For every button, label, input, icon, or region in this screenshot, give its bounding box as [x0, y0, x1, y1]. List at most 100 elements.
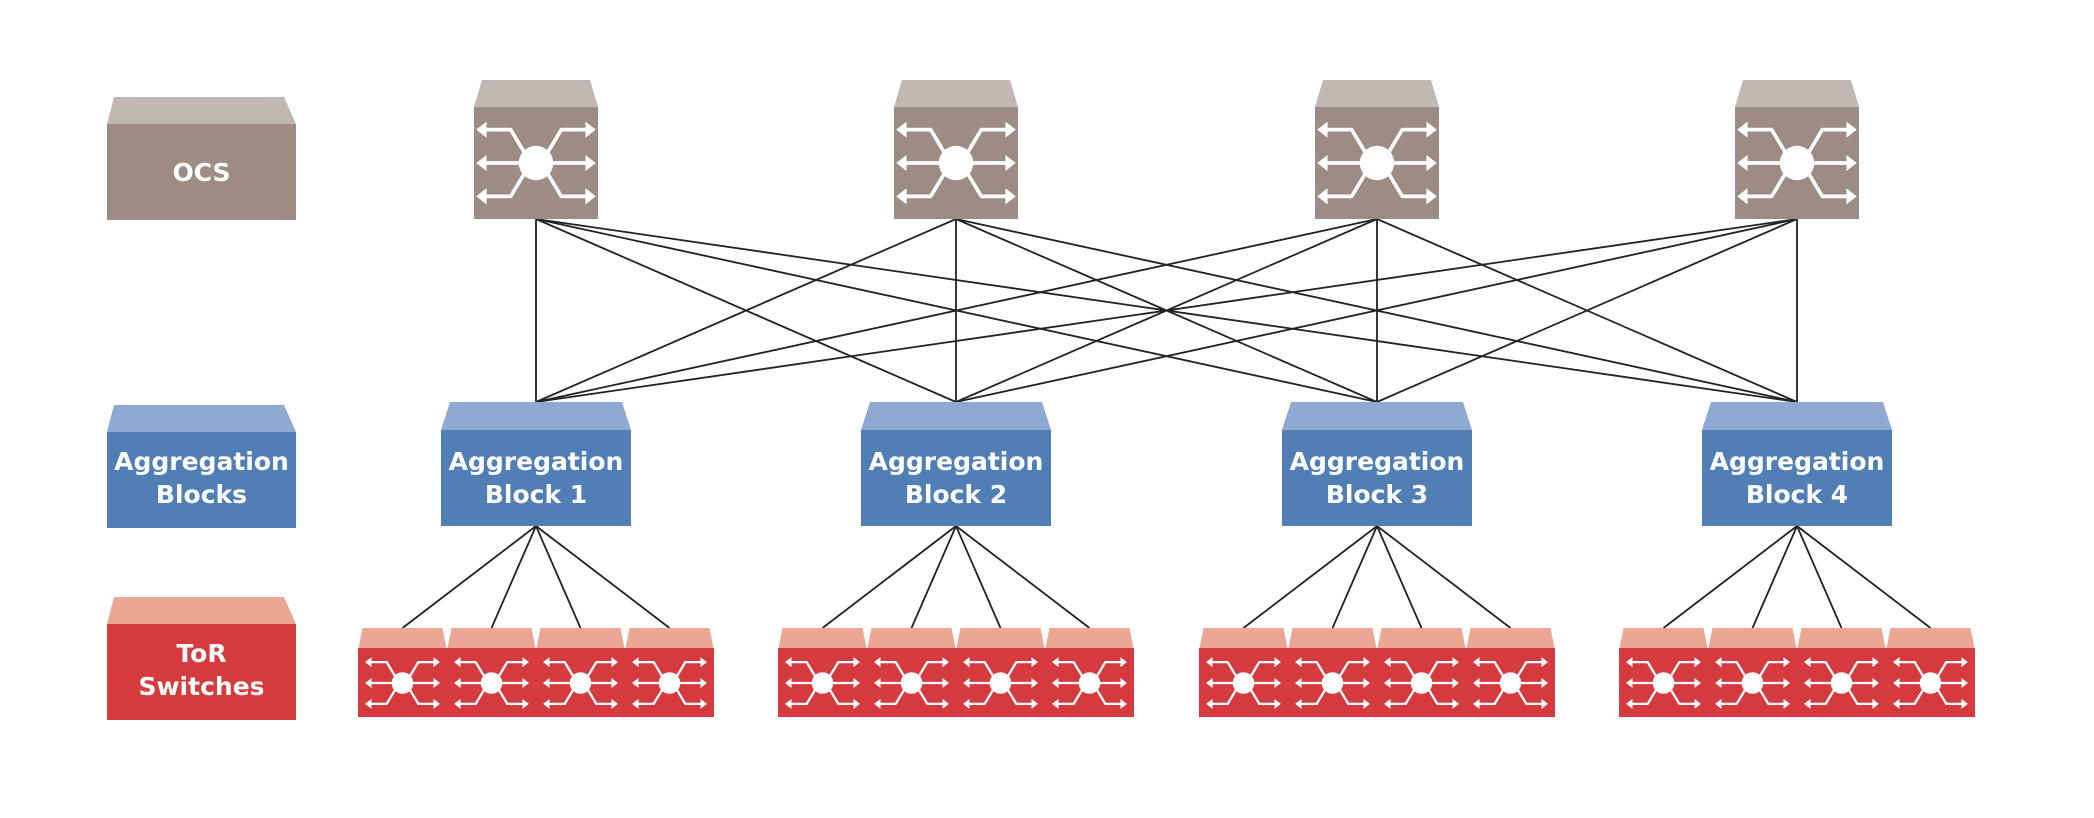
- tor-switch-top: [1619, 628, 1708, 648]
- aggregation-block-label-line1: Aggregation: [869, 447, 1044, 476]
- tor-switch-top: [536, 628, 625, 648]
- tor-switch-top: [1797, 628, 1886, 648]
- tor-switch-top: [778, 628, 867, 648]
- link-agg-3-tor-2: [1331, 525, 1378, 629]
- legend-ocs-body: [107, 124, 296, 220]
- tor-switch-top: [1199, 628, 1288, 648]
- tor-switch: [1797, 628, 1886, 709]
- aggregation-block-label-line2: Block 2: [905, 480, 1007, 509]
- ocs-switch-3: [1315, 80, 1439, 219]
- switch-arrows-icon: [874, 657, 949, 709]
- legend-aggregation-label-line2: Blocks: [156, 480, 247, 509]
- tor-switch: [1466, 628, 1555, 709]
- tor-switch-top: [1886, 628, 1975, 648]
- tor-switch: [1288, 628, 1377, 709]
- links-layer: [401, 218, 1932, 629]
- legend-aggregation: Aggregation Blocks: [107, 405, 296, 528]
- switch-arrows-icon: [1473, 657, 1548, 709]
- tor-switch: [778, 628, 867, 709]
- tor-switch-top: [1045, 628, 1134, 648]
- link-agg-4-tor-3: [1796, 525, 1843, 629]
- tor-switch-top: [358, 628, 447, 648]
- aggregation-block-label-line1: Aggregation: [1290, 447, 1465, 476]
- switch-arrows-icon: [1206, 657, 1281, 709]
- link-agg-2-tor-1: [821, 525, 957, 629]
- aggregation-block-top: [1282, 402, 1472, 430]
- tor-group-1: [358, 628, 714, 717]
- link-agg-2-tor-3: [955, 525, 1002, 629]
- link-agg-4-tor-2: [1751, 525, 1798, 629]
- aggregation-block-top: [861, 402, 1051, 430]
- aggregation-block-label-line1: Aggregation: [449, 447, 624, 476]
- aggregation-block-top: [441, 402, 631, 430]
- aggregation-block-body: [1702, 430, 1892, 526]
- aggregation-block-top: [1702, 402, 1892, 430]
- tor-switch: [1377, 628, 1466, 709]
- link-agg-1-tor-3: [535, 525, 582, 629]
- switch-arrows-icon: [454, 657, 529, 709]
- legend-tor-label-line1: ToR: [176, 639, 226, 668]
- link-agg-1-tor-1: [401, 525, 537, 629]
- aggregation-block-body: [441, 430, 631, 526]
- legend-tor-label-line2: Switches: [138, 672, 264, 701]
- tor-switch-top: [1377, 628, 1466, 648]
- aggregation-block-label-line1: Aggregation: [1710, 447, 1885, 476]
- legend-ocs-top: [107, 97, 296, 124]
- tor-group-3: [1199, 628, 1555, 717]
- legend-aggregation-body: [107, 432, 296, 528]
- tor-switch: [1708, 628, 1797, 709]
- legend-tor: ToR Switches: [107, 597, 296, 720]
- legend-tor-body: [107, 624, 296, 720]
- link-ocs-3-agg-1: [535, 218, 1378, 403]
- tor-switch: [1045, 628, 1134, 709]
- tor-switch-top: [1288, 628, 1377, 648]
- link-ocs-4-agg-1: [535, 218, 1798, 403]
- tor-switch: [1199, 628, 1288, 709]
- legend-tor-top: [107, 597, 296, 624]
- tor-group-4: [1619, 628, 1975, 717]
- tor-switch: [536, 628, 625, 709]
- switch-arrows-icon: [963, 657, 1038, 709]
- tor-group-2: [778, 628, 1134, 717]
- ocs-switch-top: [474, 80, 598, 107]
- switch-arrows-icon: [632, 657, 707, 709]
- tor-switch: [625, 628, 714, 709]
- tor-switch: [867, 628, 956, 709]
- tor-switch: [447, 628, 536, 709]
- link-ocs-4-agg-2: [955, 218, 1798, 403]
- switch-arrows-icon: [1737, 121, 1857, 205]
- switch-arrows-icon: [1804, 657, 1879, 709]
- tor-switch-top: [1466, 628, 1555, 648]
- aggregation-block-body: [1282, 430, 1472, 526]
- switch-arrows-icon: [543, 657, 618, 709]
- link-ocs-4-agg-3: [1376, 218, 1798, 403]
- link-agg-1-tor-4: [535, 525, 671, 629]
- switch-arrows-icon: [1295, 657, 1370, 709]
- tor-switch-top: [447, 628, 536, 648]
- tor-switch: [358, 628, 447, 709]
- legend-aggregation-label-line1: Aggregation: [114, 447, 289, 476]
- tor-switches: [358, 628, 1975, 717]
- switch-arrows-icon: [1384, 657, 1459, 709]
- switch-arrows-icon: [785, 657, 860, 709]
- switch-arrows-icon: [1893, 657, 1968, 709]
- link-ocs-2-agg-1: [535, 218, 957, 403]
- switch-arrows-icon: [476, 121, 596, 205]
- tor-switch-top: [1708, 628, 1797, 648]
- switch-arrows-icon: [1715, 657, 1790, 709]
- ocs-switch-top: [1315, 80, 1439, 107]
- aggregation-block-body: [861, 430, 1051, 526]
- ocs-switch-top: [1735, 80, 1859, 107]
- ocs-switch-4: [1735, 80, 1859, 219]
- tor-switch-top: [956, 628, 1045, 648]
- switch-arrows-icon: [1626, 657, 1701, 709]
- legend-ocs: OCS: [107, 97, 296, 220]
- link-agg-3-tor-1: [1242, 525, 1378, 629]
